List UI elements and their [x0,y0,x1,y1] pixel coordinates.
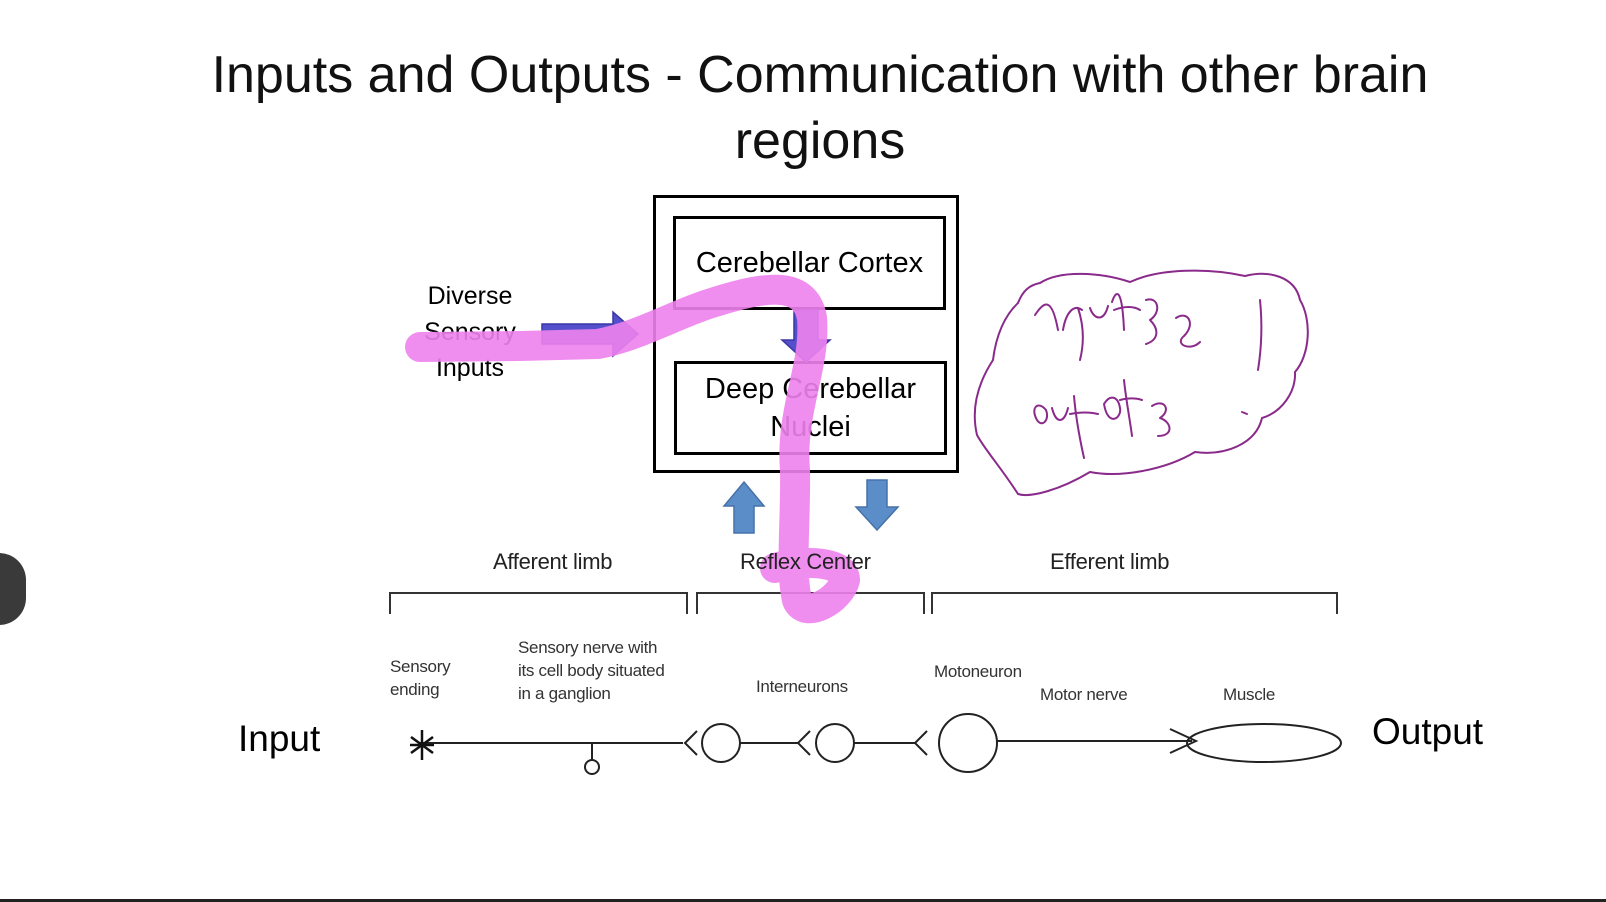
sensory-nerve-label: Sensory nerve with its cell body situate… [518,638,665,703]
efferent-limb-label: Efferent limb [1050,549,1170,574]
afferent-bracket [389,592,688,614]
input-label: Input [238,718,321,759]
afferent-limb-label: Afferent limb [493,549,613,574]
slide-title: Inputs and Outputs - Communication with … [211,46,1429,170]
handwritten-cloud [973,269,1309,496]
interneurons-label: Interneurons [756,677,848,696]
reflex-center-label: Reflex Center [740,549,871,574]
motoneuron-label: Motoneuron [934,662,1022,681]
highlighter-stroke [405,274,860,624]
sensory-ending-label: Sensory ending [390,657,451,699]
down-arrow [854,479,900,532]
motor-nerve-label: Motor nerve [1040,685,1128,704]
muscle-label: Muscle [1223,685,1276,704]
reflex-chain [420,713,1342,775]
bottom-border [0,899,1606,902]
sensory-ending-icon [410,730,434,760]
up-arrow [722,480,766,534]
output-label: Output [1372,711,1484,752]
efferent-bracket [931,592,1338,614]
cerebellar-cortex-box: Cerebellar Cortex [673,216,946,310]
